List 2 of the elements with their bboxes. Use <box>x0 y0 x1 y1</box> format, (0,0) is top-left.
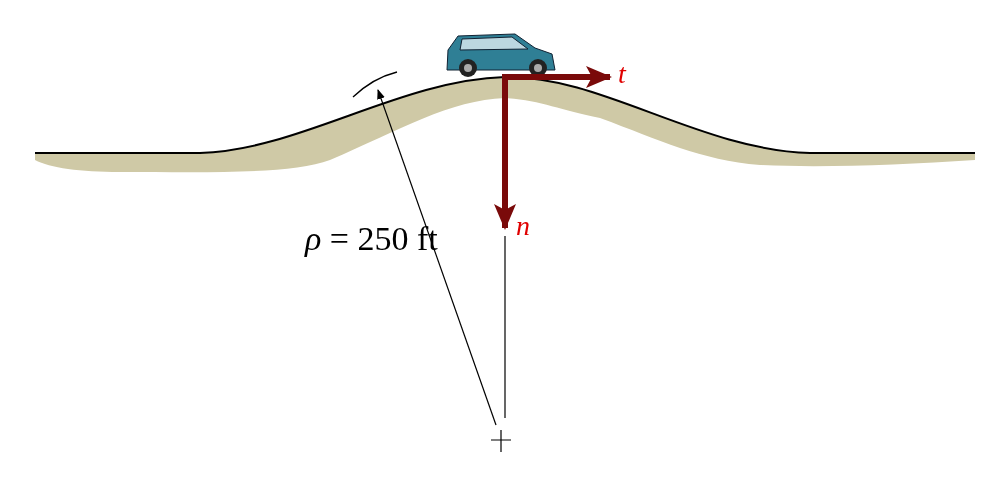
axis-label: n <box>516 212 530 240</box>
axis-label: t <box>618 60 626 88</box>
